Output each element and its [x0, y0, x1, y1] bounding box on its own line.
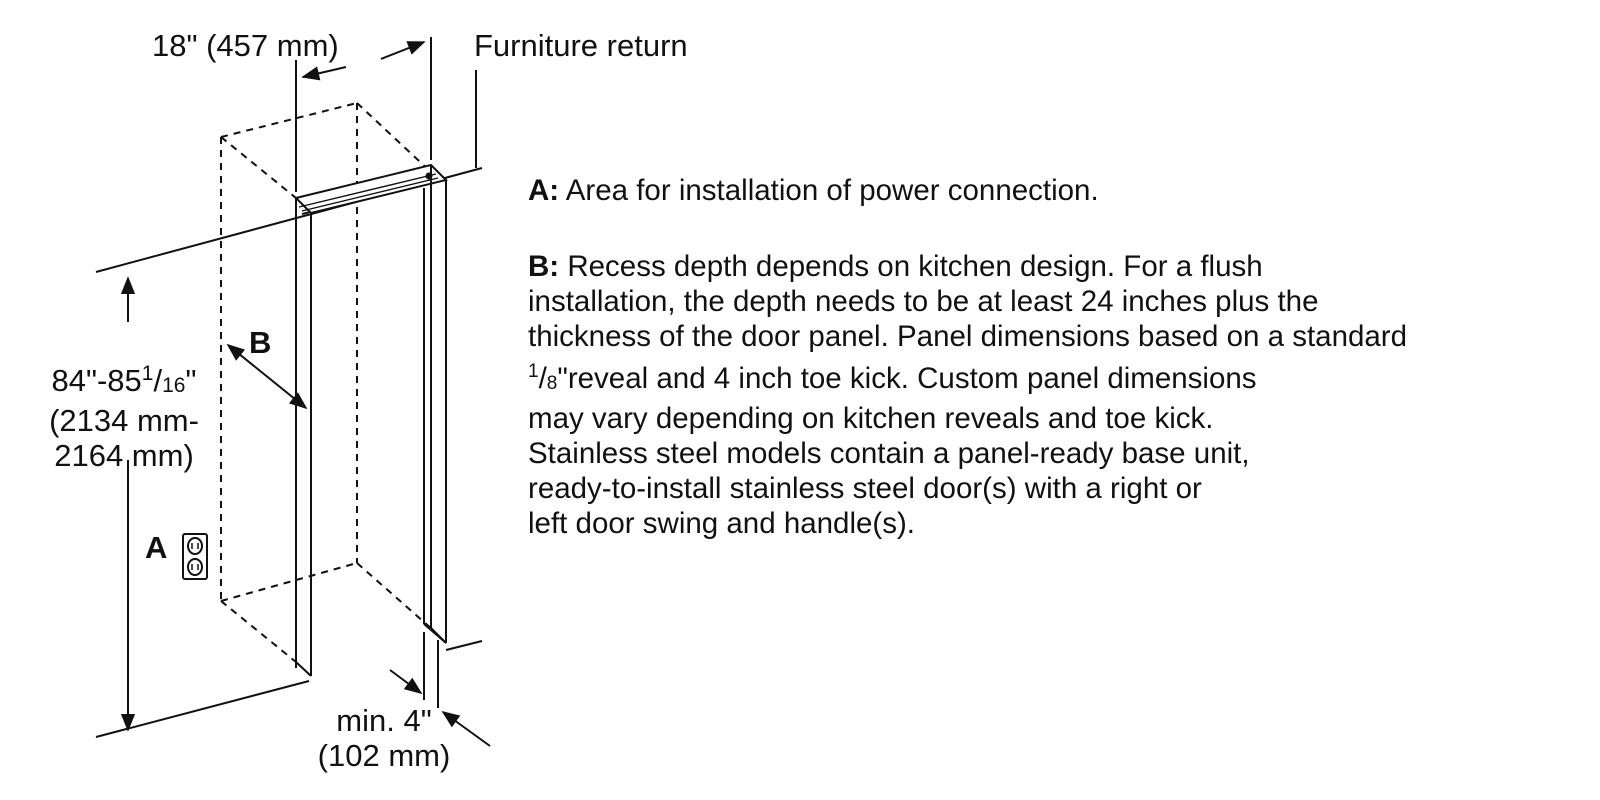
- width-label: 18" (457 mm): [152, 28, 339, 63]
- note-a-key: A:: [528, 174, 560, 207]
- note-a-text: Area for installation of power connectio…: [559, 174, 1099, 207]
- power-outlet-icon: [182, 533, 208, 580]
- height-mm-line1: (2134 mm-: [49, 403, 199, 438]
- height-main: 84"-85: [51, 363, 142, 398]
- note-b-frac-sep: /: [538, 362, 547, 395]
- note-b-frac-den: 8: [546, 373, 558, 394]
- label-a: A: [145, 530, 168, 565]
- label-b: B: [249, 325, 272, 360]
- note-b-line3: thickness of the door panel. Panel dimen…: [528, 320, 1408, 353]
- floor-line-right: [445, 640, 483, 651]
- width-dimension: [295, 37, 432, 192]
- min-depth-line1: min. 4": [336, 703, 432, 738]
- note-b-key: B:: [528, 250, 560, 283]
- note-b-line5: may vary depending on kitchen reveals an…: [528, 402, 1214, 435]
- furniture-return-label: Furniture return: [474, 28, 688, 63]
- height-frac-sep: /: [153, 363, 163, 398]
- note-b-frac-num: 1: [528, 361, 539, 382]
- height-frac-den: 16: [162, 374, 186, 397]
- note-b-line8: left door swing and handle(s).: [528, 507, 916, 540]
- note-b-line4: "reveal and 4 inch toe kick. Custom pane…: [557, 362, 1257, 395]
- height-frac-num: 1: [141, 362, 154, 385]
- note-b: B: Recess depth depends on kitchen desig…: [528, 249, 1407, 541]
- note-b-line7: ready-to-install stainless steel door(s)…: [528, 472, 1202, 505]
- min-depth-label: min. 4" (102 mm): [298, 703, 470, 773]
- height-close: ": [185, 363, 197, 398]
- furniture-return: [294, 163, 448, 677]
- toe-kick-dimension: [389, 632, 491, 747]
- note-a: A: Area for installation of power connec…: [528, 173, 1099, 208]
- note-b-line2: installation, the depth needs to be at l…: [528, 285, 1319, 318]
- b-depth-arrow: [226, 343, 308, 410]
- height-label: 84"-851/16" (2134 mm- 2164 mm): [30, 356, 218, 473]
- min-depth-line2: (102 mm): [317, 738, 451, 773]
- note-b-line6: Stainless steel models contain a panel-r…: [528, 437, 1250, 470]
- note-b-line1: Recess depth depends on kitchen design. …: [559, 250, 1263, 283]
- height-mm-line2: 2164 mm): [54, 438, 194, 473]
